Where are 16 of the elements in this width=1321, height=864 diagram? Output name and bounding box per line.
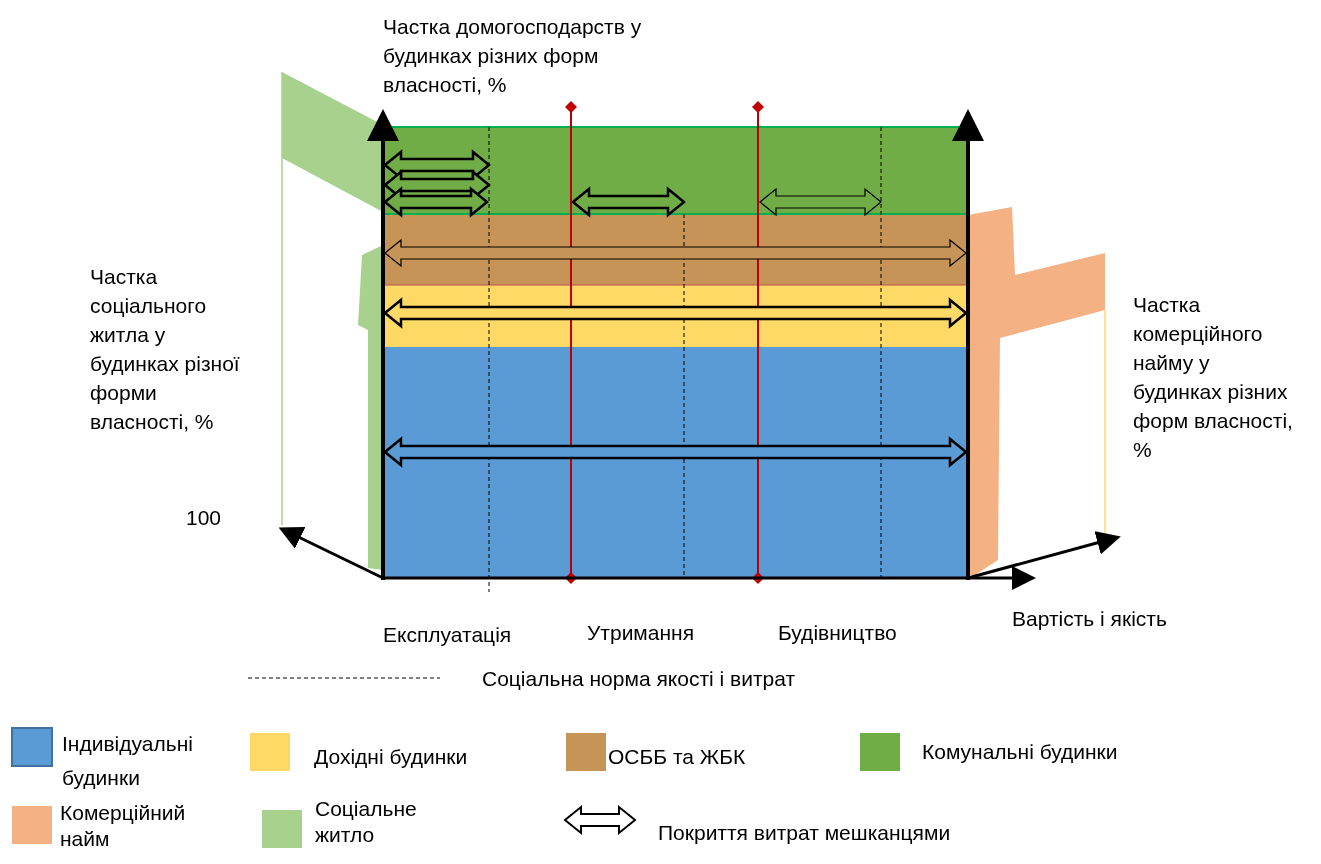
legend-label: Соціальне житло [315, 796, 418, 848]
legend-label: ОСББ та ЖБК [608, 744, 746, 770]
legend-label: Індивідуальні будинки [62, 731, 194, 791]
legend-label: Соціальна норма якості і витрат [482, 666, 796, 692]
axis-title: Вартість і якість [1012, 606, 1167, 632]
legend-label: Комерційний найм [60, 800, 187, 852]
legend-label: Комунальні будинки [922, 739, 1118, 765]
axis-title: Частка комерційного найму у будинках різних форм власності, % [1133, 292, 1294, 463]
legend-label: Дохідні будинки [314, 744, 468, 770]
category-label: Експлуатація [383, 622, 512, 648]
axis-title: Частка соціального житла у будинках різної форми власності, % [90, 264, 240, 435]
axis-title: Частка домогосподарств у будинках різних форм власності, % [383, 14, 643, 98]
category-label: Утримання [587, 620, 695, 646]
tick-label: 100 [186, 505, 222, 531]
category-label: Будівництво [778, 620, 897, 646]
legend-label: Покриття витрат мешканцями [658, 820, 951, 846]
